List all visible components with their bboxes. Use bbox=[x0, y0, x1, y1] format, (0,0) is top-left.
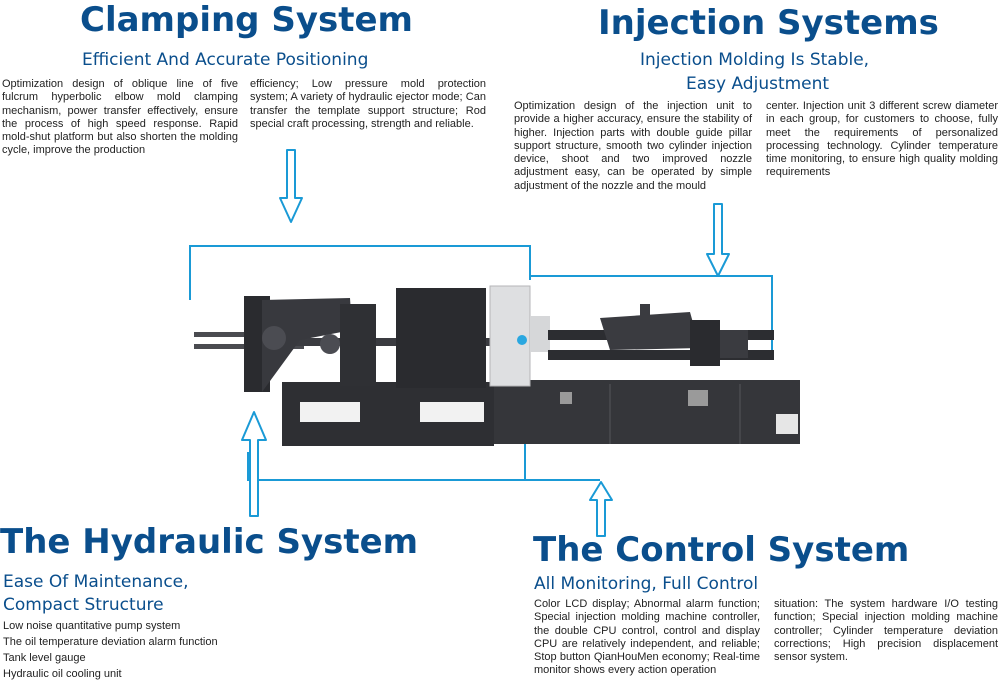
arrow-up-icon bbox=[589, 481, 613, 537]
injection-subtitle-line1: Injection Molding Is Stable, bbox=[640, 50, 870, 70]
injection-subtitle-line2: Easy Adjustment bbox=[686, 74, 830, 94]
control-text-col1: Color LCD display; Abnormal alarm functi… bbox=[534, 598, 760, 677]
clamping-subtitle: Efficient And Accurate Positioning bbox=[82, 50, 369, 70]
indicator-light bbox=[517, 335, 527, 345]
hydraulic-feature-list: Low noise quantitative pump system The o… bbox=[3, 618, 218, 682]
list-item: Low noise quantitative pump system bbox=[3, 620, 181, 632]
control-title: The Control System bbox=[533, 530, 910, 570]
clamping-title: Clamping System bbox=[80, 0, 413, 40]
injection-text-col1: Optimization design of the injection uni… bbox=[514, 100, 752, 192]
injection-title: Injection Systems bbox=[598, 3, 939, 43]
arrow-down-icon bbox=[279, 149, 303, 223]
hydraulic-title: The Hydraulic System bbox=[0, 522, 419, 562]
hydraulic-subtitle-line1: Ease Of Maintenance, bbox=[3, 572, 189, 592]
arrow-down-icon bbox=[706, 203, 730, 277]
list-item: Hydraulic oil cooling unit bbox=[3, 668, 122, 680]
control-text-col2: situation: The system hardware I/O testi… bbox=[774, 598, 998, 664]
injection-text-col2: center. Injection unit 3 different screw… bbox=[766, 100, 998, 179]
list-item: The oil temperature deviation alarm func… bbox=[3, 636, 218, 648]
injection-molding-machine bbox=[194, 285, 800, 446]
clamping-text-col2: efficiency; Low pressure mold protection… bbox=[250, 78, 486, 130]
control-subtitle: All Monitoring, Full Control bbox=[534, 574, 759, 594]
hydraulic-subtitle-line2: Compact Structure bbox=[3, 595, 164, 615]
clamping-text-col1: Optimization design of oblique line of f… bbox=[2, 78, 238, 157]
list-item: Tank level gauge bbox=[3, 652, 86, 664]
arrow-up-icon bbox=[241, 411, 267, 517]
